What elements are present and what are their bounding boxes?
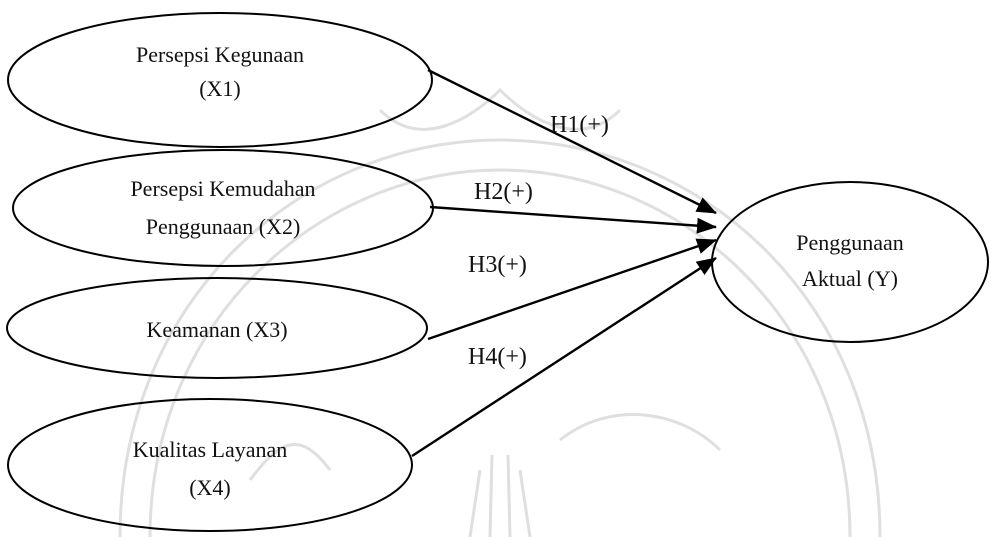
node-x3: Keamanan (X3) xyxy=(6,277,428,379)
arrow-x3-to-y xyxy=(427,238,717,341)
arrow-x2-to-y xyxy=(429,205,717,234)
arrow-x4-to-y xyxy=(411,256,717,458)
arrow-x1-to-y xyxy=(427,68,717,215)
hypothesis-label-4: H4(+) xyxy=(468,344,527,370)
node-x4: Kualitas Layanan (X4) xyxy=(7,398,413,532)
edges-layer: H1(+) H2(+) H3(+) H4(+) xyxy=(411,68,717,458)
node-x2-ellipse xyxy=(12,149,434,267)
node-x1-ellipse xyxy=(7,12,433,148)
hypothesis-label-1: H1(+) xyxy=(550,112,609,138)
node-x2-label-line-1: Persepsi Kemudahan xyxy=(130,176,315,201)
node-x4-ellipse xyxy=(7,398,413,532)
node-x3-ellipse xyxy=(6,277,428,379)
node-x2-label-line-2: Penggunaan (X2) xyxy=(146,214,301,239)
node-y-label-line-1: Penggunaan xyxy=(796,230,904,255)
node-y-ellipse xyxy=(711,181,989,343)
node-x4-label-line-1: Kualitas Layanan xyxy=(133,437,288,462)
hypothesis-label-3: H3(+) xyxy=(468,252,527,278)
node-x4-label-line-2: (X4) xyxy=(189,475,231,500)
watermark-seal xyxy=(118,87,882,537)
nodes-layer: Persepsi Kegunaan(X1)Persepsi KemudahanP… xyxy=(6,12,989,532)
hypothesis-label-2: H2(+) xyxy=(474,179,533,205)
node-x3-label-line-1: Keamanan (X3) xyxy=(146,317,287,342)
node-x1: Persepsi Kegunaan (X1) xyxy=(7,12,433,148)
node-y-label-line-2: Aktual (Y) xyxy=(802,266,898,291)
node-x1-label-line-1: Persepsi Kegunaan xyxy=(136,42,304,67)
node-x1-label-line-2: (X1) xyxy=(199,76,241,101)
